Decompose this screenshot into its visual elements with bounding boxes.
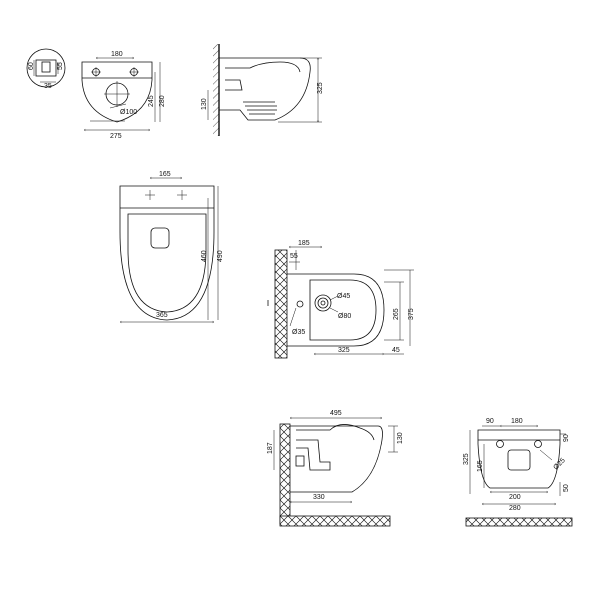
dim-label: 90 bbox=[563, 434, 570, 442]
dim-label: 130 bbox=[397, 432, 404, 444]
dim-label: 185 bbox=[298, 240, 310, 247]
dim-label: Ø45 bbox=[337, 293, 350, 300]
view-bidet-rear: 90 180 90 325 165 Ø25 200 50 280 bbox=[463, 418, 573, 527]
dim-label: 325 bbox=[317, 82, 324, 94]
detail-body bbox=[35, 59, 57, 77]
dim-label: 280 bbox=[509, 505, 521, 512]
bidet-top-bowl bbox=[309, 279, 377, 341]
dim-label: 325 bbox=[463, 453, 470, 465]
bidet-outlet-small bbox=[317, 297, 329, 309]
toilet-side-rim bbox=[225, 61, 301, 73]
toilet-side-pipe bbox=[225, 79, 243, 91]
toilet-top-inner bbox=[150, 227, 170, 249]
dim-label: 180 bbox=[511, 418, 523, 425]
dim-label: 245 bbox=[148, 95, 155, 107]
bidet-side-outline bbox=[290, 425, 383, 493]
dim-label: 280 bbox=[159, 95, 166, 107]
dim-label: 45 bbox=[392, 347, 400, 354]
dim-label: 490 bbox=[217, 250, 224, 262]
dim-label: 35 bbox=[44, 83, 52, 90]
dim-label: 495 bbox=[330, 410, 342, 417]
toilet-side-outline bbox=[219, 57, 311, 121]
dim-label: 60 bbox=[28, 62, 35, 70]
dim-label: 187 bbox=[267, 442, 274, 454]
view-bidet-top: 185 55 Ø45 Ø80 265 375 Ø35 325 45 bbox=[267, 240, 415, 359]
toilet-top-seat bbox=[127, 213, 207, 313]
dim-label: 55 bbox=[290, 253, 298, 260]
mounting-hole bbox=[534, 440, 542, 448]
bidet-top-outline bbox=[287, 273, 385, 347]
view-toilet-side: 130 325 bbox=[201, 44, 324, 136]
dim-label: 460 bbox=[201, 250, 208, 262]
bidet-side-trap bbox=[296, 439, 331, 471]
dim-label: Ø25 bbox=[552, 457, 566, 471]
detail-circle bbox=[26, 48, 66, 88]
dim-label: 275 bbox=[110, 133, 122, 140]
bidet-rear-inner bbox=[507, 449, 531, 471]
dim-label: Ø100 bbox=[120, 109, 137, 116]
view-toilet-rear: 180 245 280 275 Ø100 bbox=[81, 51, 166, 140]
floor-brick bbox=[465, 517, 573, 527]
bidet-rear-outline bbox=[477, 429, 561, 489]
dim-label: 180 bbox=[111, 51, 123, 58]
toilet-top-outline bbox=[119, 185, 215, 321]
dim-label: Ø80 bbox=[338, 313, 351, 320]
bidet-side-hole bbox=[296, 300, 304, 308]
floor-brick bbox=[279, 515, 391, 527]
dim-label: 165 bbox=[159, 171, 171, 178]
mounting-hole bbox=[496, 440, 504, 448]
dim-label: 55 bbox=[57, 62, 64, 70]
view-bidet-side: 495 187 130 330 bbox=[267, 410, 404, 527]
dim-label: 365 bbox=[156, 312, 168, 319]
dim-label: Ø35 bbox=[292, 329, 305, 336]
view-detail-small: 60 55 35 bbox=[26, 48, 66, 90]
dim-label: 90 bbox=[486, 418, 494, 425]
dim-label: 130 bbox=[201, 98, 208, 110]
dim-label: 330 bbox=[313, 494, 325, 501]
wall-hatch bbox=[213, 44, 219, 136]
dim-label: 265 bbox=[393, 308, 400, 320]
dim-label: 375 bbox=[408, 308, 415, 320]
wall-brick bbox=[274, 249, 288, 359]
toilet-rear-outline bbox=[81, 61, 153, 123]
view-toilet-top: 165 460 490 365 bbox=[119, 171, 224, 322]
wall-brick bbox=[279, 423, 291, 525]
dim-label: 200 bbox=[509, 494, 521, 501]
dim-label: 50 bbox=[563, 484, 570, 492]
detail-inner bbox=[41, 61, 51, 73]
dim-label: 325 bbox=[338, 347, 350, 354]
bidet-side-rim bbox=[296, 424, 375, 441]
dim-label: 165 bbox=[477, 460, 484, 472]
